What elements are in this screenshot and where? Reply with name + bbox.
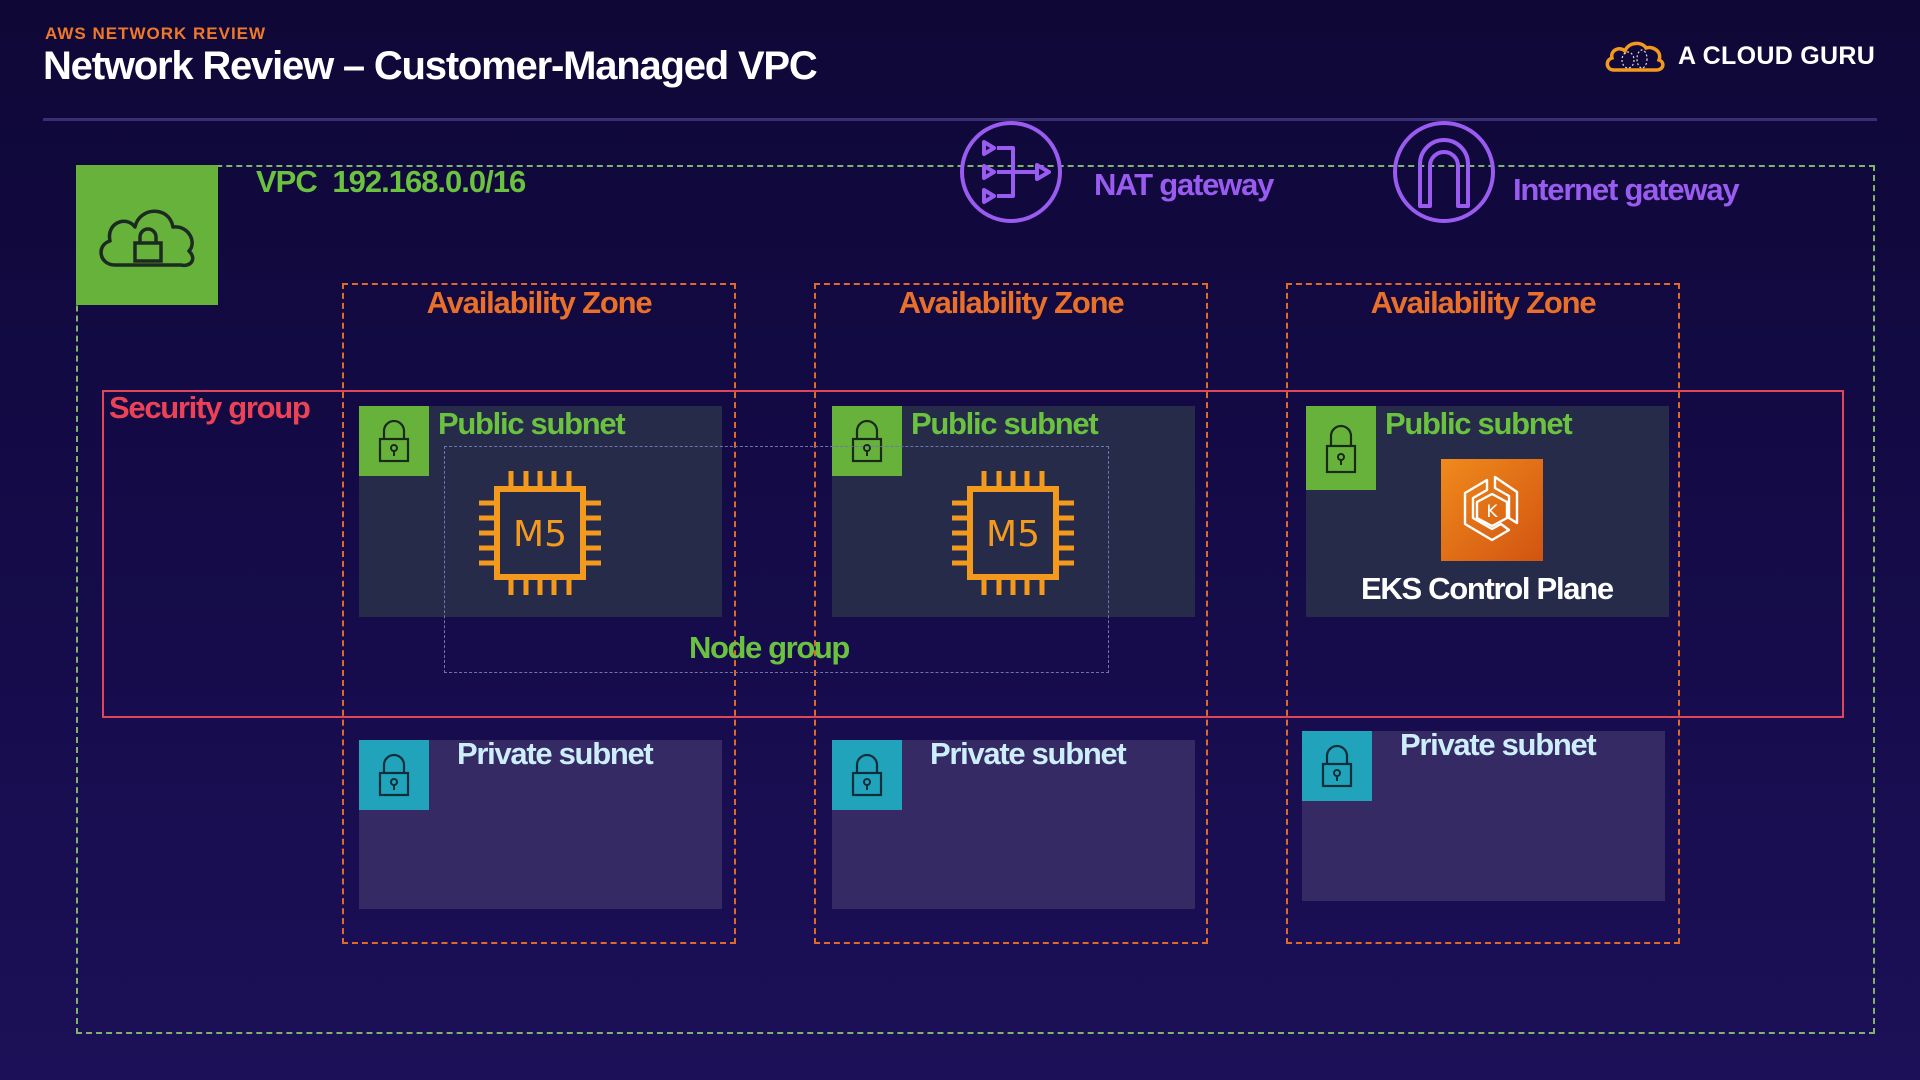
internet-gateway-node[interactable] [1392, 120, 1496, 224]
ec2-chip-icon: M5 [479, 471, 601, 595]
public-subnet-icon-tile [359, 406, 429, 476]
ec2-instance[interactable]: M5 [475, 467, 605, 599]
availability-zone: Availability Zone [814, 283, 1208, 944]
lock-icon [1325, 424, 1357, 474]
private-subnet-icon-tile [832, 740, 902, 810]
nat-gateway-label: NAT gateway [1094, 167, 1274, 202]
private-subnet[interactable]: Private subnet [1302, 727, 1665, 901]
eks-control-plane[interactable]: K [1441, 459, 1543, 561]
vpc-cidr: 192.168.0.0/16 [332, 164, 526, 199]
availability-zone-label: Availability Zone [1370, 285, 1597, 320]
lock-icon [1321, 744, 1353, 788]
private-subnet-label: Private subnet [930, 736, 1127, 771]
availability-zone-label: Availability Zone [898, 285, 1125, 320]
availability-zone-label: Availability Zone [426, 285, 653, 320]
ec2-instance-type: M5 [986, 514, 1040, 555]
lock-icon [851, 753, 883, 797]
vpc-boundary [76, 165, 1875, 1034]
ec2-instance-type: M5 [513, 514, 567, 555]
internet-gateway-icon [1393, 121, 1495, 223]
private-subnet[interactable]: Private subnet [359, 736, 722, 909]
private-subnet-icon-tile [1302, 731, 1372, 801]
node-group-boundary [444, 446, 1109, 673]
header-divider [43, 118, 1877, 121]
private-subnet-label: Private subnet [457, 736, 654, 771]
vpc-name: VPC [256, 164, 318, 199]
vpc-label: VPC 192.168.0.0/16 [256, 164, 526, 200]
availability-zone: Availability Zone [1286, 283, 1680, 944]
eks-glyph: K [1486, 502, 1498, 522]
slide-eyebrow: AWS NETWORK REVIEW [45, 24, 267, 43]
security-group-boundary [102, 390, 1844, 718]
public-subnet[interactable]: Public subnet [359, 406, 722, 617]
vpc-cloud-lock-icon [99, 209, 195, 268]
slide-title: Network Review – Customer-Managed VPC [43, 44, 818, 88]
private-subnet-icon-tile [359, 740, 429, 810]
ec2-chip-icon: M5 [952, 471, 1074, 595]
nat-gateway-icon [960, 121, 1062, 223]
internet-gateway-label: Internet gateway [1513, 172, 1740, 207]
ec2-instance[interactable]: M5 [948, 467, 1078, 599]
brand-name: A CLOUD GURU [1678, 41, 1876, 70]
eks-kubernetes-icon: K [1463, 475, 1519, 542]
nat-gateway-node[interactable] [959, 120, 1063, 224]
private-subnet[interactable]: Private subnet [832, 736, 1195, 909]
public-subnet-icon-tile [1306, 406, 1376, 490]
public-subnet-label: Public subnet [911, 406, 1099, 441]
public-subnet-label: Public subnet [1385, 406, 1573, 441]
private-subnet-label: Private subnet [1400, 727, 1597, 762]
vpc-icon-tile [76, 165, 218, 305]
cloud-guru-logo-icon [1605, 41, 1665, 72]
availability-zone: Availability Zone [342, 283, 736, 944]
lock-icon [378, 753, 410, 797]
lock-icon [378, 419, 410, 463]
brand-logo: A CLOUD GURU [1604, 38, 1875, 74]
security-group-label: Security group [109, 390, 311, 425]
node-group-label: Node group [689, 630, 850, 665]
lock-icon [851, 419, 883, 463]
public-subnet-icon-tile [832, 406, 902, 476]
eks-control-plane-label: EKS Control Plane [1361, 571, 1614, 606]
public-subnet-label: Public subnet [438, 406, 626, 441]
